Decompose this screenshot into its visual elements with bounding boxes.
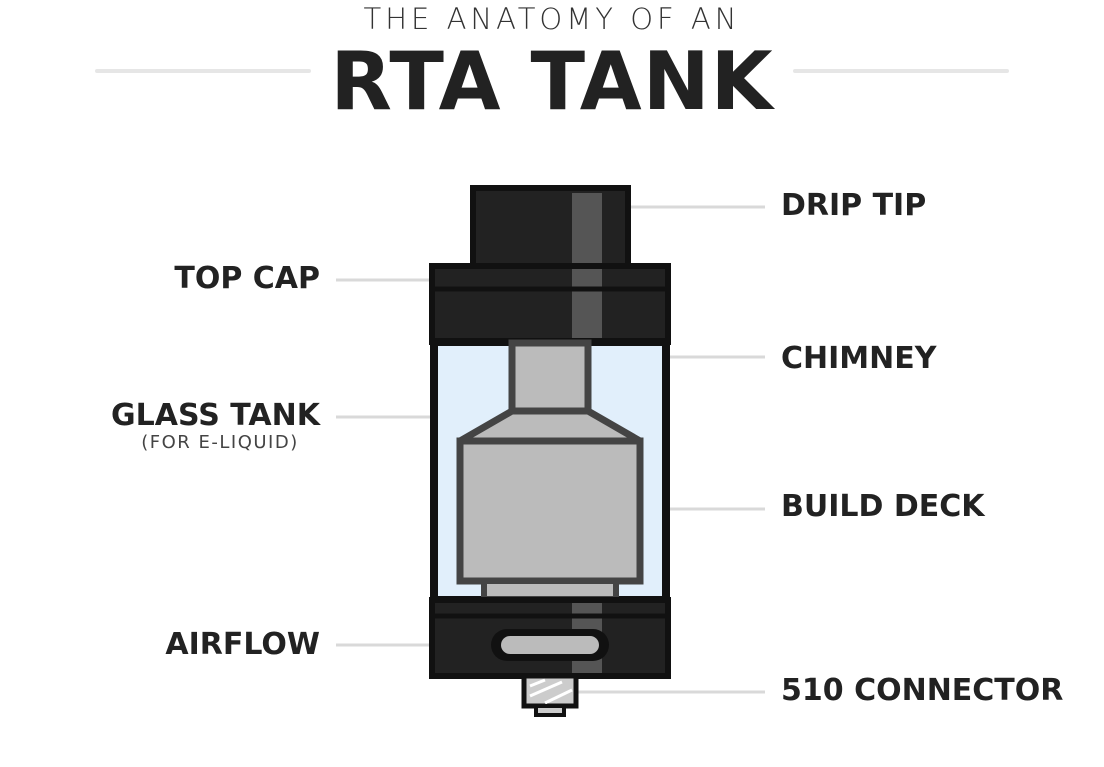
diagram-title: RTA TANK bbox=[330, 35, 774, 128]
label-glass-tank-note: (FOR E-LIQUID) bbox=[141, 432, 299, 453]
label-510-connector: 510 CONNECTOR bbox=[781, 673, 1064, 708]
label-chimney: CHIMNEY bbox=[781, 341, 937, 376]
top-cap-part bbox=[429, 263, 671, 345]
diagram-kicker: THE ANATOMY OF AN bbox=[363, 2, 741, 36]
airflow-slot bbox=[491, 629, 609, 661]
label-drip-tip: DRIP TIP bbox=[781, 188, 927, 223]
label-airflow: AIRFLOW bbox=[165, 627, 320, 662]
drip-tip-part bbox=[470, 185, 631, 271]
label-build-deck: BUILD DECK bbox=[781, 489, 985, 524]
label-top-cap: TOP CAP bbox=[174, 261, 320, 296]
title-rule-left bbox=[95, 69, 311, 73]
label-glass-tank: GLASS TANK bbox=[111, 398, 320, 433]
build-deck-part bbox=[456, 407, 644, 602]
connector-510-part bbox=[521, 673, 579, 717]
chimney-part bbox=[508, 339, 592, 415]
title-rule-right bbox=[793, 69, 1009, 73]
